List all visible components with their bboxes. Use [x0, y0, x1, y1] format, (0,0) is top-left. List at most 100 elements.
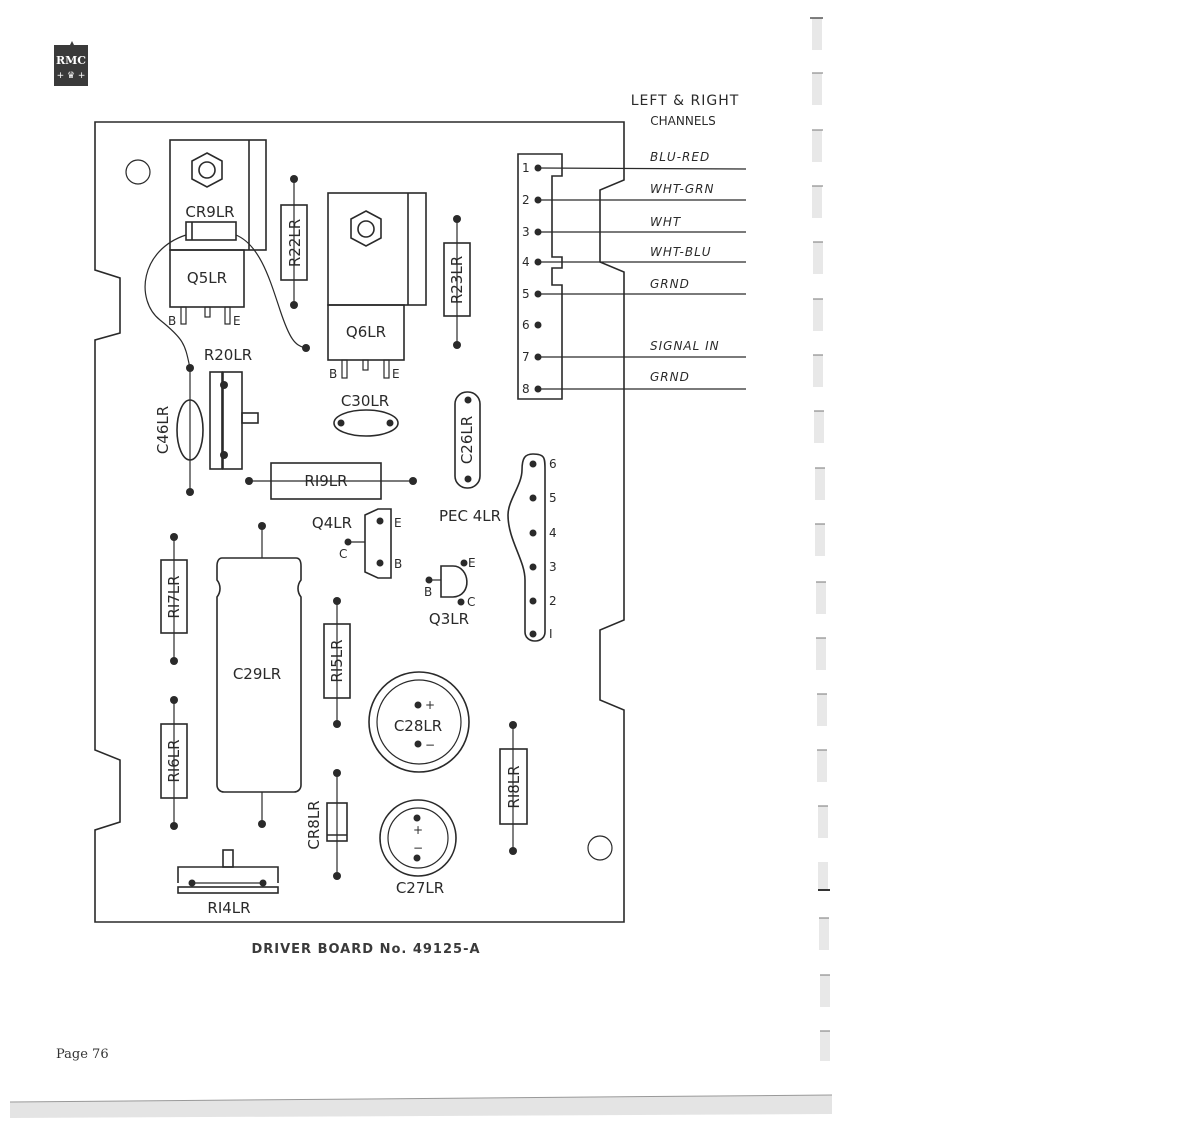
connector-pin-1: 1 BLU-RED: [522, 150, 747, 175]
r14-potentiometer: RI4LR: [177, 849, 279, 917]
svg-text:8: 8: [522, 382, 530, 396]
connector-pin-4: 4 WHT-BLU: [522, 245, 746, 269]
r17-resistor: RI7LR: [160, 533, 188, 665]
pec4-label: PEC 4LR: [439, 507, 501, 525]
r19-resistor: RI9LR: [245, 462, 417, 500]
q5-label: Q5LR: [187, 269, 227, 287]
svg-text:1: 1: [522, 161, 530, 175]
svg-text:5: 5: [549, 491, 557, 505]
wire-label: GRND: [650, 370, 690, 384]
r16-resistor: RI6LR: [160, 696, 188, 830]
c26-capacitor: C26LR: [454, 391, 481, 489]
r17-label: RI7LR: [165, 575, 183, 618]
svg-text:B: B: [424, 585, 432, 599]
svg-text:E: E: [233, 314, 241, 328]
r22-label: R22LR: [286, 219, 304, 267]
svg-text:B: B: [329, 367, 337, 381]
q6-label: Q6LR: [346, 323, 386, 341]
c29-label: C29LR: [233, 665, 281, 683]
cr9-diode: CR9LR: [144, 203, 310, 372]
c28-label: C28LR: [394, 717, 442, 735]
r15-resistor: RI5LR: [323, 597, 351, 728]
r23-resistor: R23LR: [443, 215, 471, 349]
c30-capacitor: C30LR: [333, 392, 399, 437]
r19-label: RI9LR: [304, 472, 347, 490]
svg-text:6: 6: [522, 318, 530, 332]
connector-header-line1: LEFT & RIGHT: [631, 93, 740, 109]
wire-label: GRND: [650, 277, 690, 291]
svg-text:7: 7: [522, 350, 530, 364]
wire-label: WHT-BLU: [650, 245, 712, 259]
cr8-label: CR8LR: [305, 800, 323, 849]
q5-transistor: Q5LR B E: [168, 139, 267, 328]
q4-label: Q4LR: [312, 514, 352, 532]
board-caption: DRIVER BOARD No. 49125-A: [251, 942, 480, 957]
svg-text:C: C: [339, 547, 347, 561]
r22-resistor: R22LR: [280, 175, 308, 309]
logo-text: RMC: [56, 54, 86, 67]
c29-capacitor: C29LR: [216, 522, 302, 828]
wire-label: WHT-GRN: [650, 182, 714, 196]
c46-capacitor: C46LR: [154, 368, 204, 496]
svg-text:E: E: [468, 556, 476, 570]
svg-text:3: 3: [549, 560, 557, 574]
connector-block: [517, 153, 563, 400]
svg-text:B: B: [394, 557, 402, 571]
r18-resistor: RI8LR: [499, 721, 528, 855]
q4-transistor: Q4LR E B C: [312, 508, 402, 579]
connector-pin-6: 6: [522, 318, 542, 332]
cr9-label: CR9LR: [185, 203, 234, 221]
c28-capacitor: + − C28LR: [368, 671, 470, 773]
svg-text:2: 2: [522, 193, 530, 207]
r20-potentiometer: R20LR: [204, 346, 259, 470]
r20-label: R20LR: [204, 346, 252, 364]
q6-transistor: Q6LR B E: [327, 192, 427, 381]
mounting-hole: [587, 835, 613, 861]
page-number: Page 76: [56, 1047, 109, 1062]
svg-text:4: 4: [549, 526, 557, 540]
svg-text:6: 6: [549, 457, 557, 471]
svg-text:+: +: [425, 698, 435, 712]
rmc-logo: RMC + ♛ +: [54, 41, 88, 86]
svg-text:2: 2: [549, 594, 557, 608]
c27-label: C27LR: [396, 879, 444, 897]
page-bottom-edge: [9, 1094, 833, 1118]
connector-header-line2: CHANNELS: [650, 114, 715, 128]
cr8-diode: CR8LR: [305, 769, 348, 880]
connector-pins: 1 BLU-RED 2 WHT-GRN 3 WHT 4 WHT-BLU 5: [522, 150, 747, 396]
svg-text:C: C: [467, 595, 475, 609]
svg-text:5: 5: [522, 287, 530, 301]
svg-text:−: −: [413, 841, 423, 855]
wire-label: BLU-RED: [650, 150, 710, 164]
svg-text:4: 4: [522, 255, 530, 269]
mounting-hole: [125, 159, 151, 185]
wire-label: SIGNAL IN: [650, 339, 720, 353]
svg-text:E: E: [392, 367, 400, 381]
c27-capacitor: + − C27LR: [379, 799, 457, 897]
svg-text:+ ♛ +: + ♛ +: [57, 71, 86, 81]
svg-text:E: E: [394, 516, 402, 530]
r15-label: RI5LR: [328, 639, 346, 682]
r16-label: RI6LR: [165, 739, 183, 782]
r23-label: R23LR: [448, 256, 466, 304]
wire-label: WHT: [650, 215, 682, 229]
board-outline: [94, 121, 625, 923]
c46-label: C46LR: [154, 406, 172, 454]
svg-text:+: +: [413, 823, 423, 837]
r14-label: RI4LR: [207, 899, 250, 917]
pec4-photocell: PEC 4LR 6 5 4 3 2 I: [439, 453, 557, 642]
r18-label: RI8LR: [505, 765, 523, 808]
c26-label: C26LR: [458, 416, 476, 464]
connector-pin-8: 8 GRND: [522, 370, 746, 396]
binder-holes: [810, 17, 830, 1061]
svg-text:3: 3: [522, 225, 530, 239]
connector-pin-2: 2 WHT-GRN: [522, 182, 746, 207]
connector-pin-7: 7 SIGNAL IN: [522, 339, 746, 364]
c30-label: C30LR: [341, 392, 389, 410]
q3-transistor: E B C Q3LR: [424, 556, 476, 628]
connector-pin-5: 5 GRND: [522, 277, 746, 301]
svg-text:−: −: [425, 738, 435, 752]
svg-text:B: B: [168, 314, 176, 328]
q3-label: Q3LR: [429, 610, 469, 628]
